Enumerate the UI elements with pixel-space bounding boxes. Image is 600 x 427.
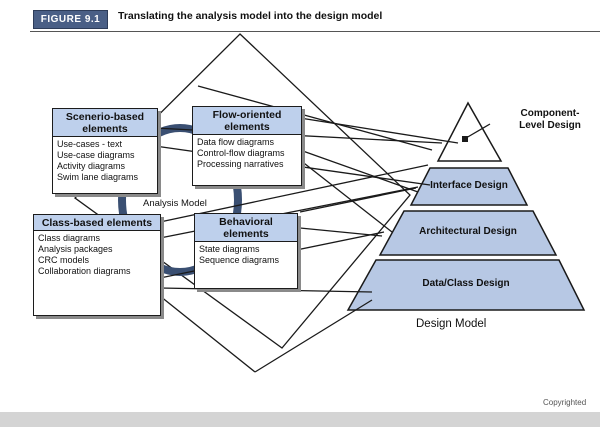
flow-oriented-elements-list: Data flow diagrams Control-flow diagrams… (193, 135, 301, 172)
figure-header: FIGURE 9.1 Translating the analysis mode… (0, 0, 600, 30)
scenario-elements-box: Scenerio-based elements Use-cases - text… (52, 108, 158, 194)
figure-badge: FIGURE 9.1 (33, 10, 108, 29)
connector-line (197, 85, 433, 151)
list-item: Control-flow diagrams (197, 148, 285, 158)
pyramid-architectural-level (378, 210, 558, 256)
connector-line (254, 299, 373, 373)
pyramid-data-level (346, 259, 586, 311)
connector-line (299, 187, 417, 213)
pyramid-component-level (436, 101, 503, 162)
scenario-elements-list: Use-cases - text Use-case diagrams Activ… (53, 137, 157, 185)
list-item: Processing narratives (197, 159, 284, 169)
list-item: Data flow diagrams (197, 137, 275, 147)
behavioral-elements-box: Behavioral elements State diagrams Seque… (194, 213, 298, 289)
flow-oriented-elements-title: Flow-oriented elements (193, 107, 301, 135)
list-item: CRC models (38, 255, 90, 265)
header-divider (30, 31, 600, 32)
analysis-model-label: Analysis Model (142, 198, 208, 209)
list-item: State diagrams (199, 244, 260, 254)
copyright-text: Copyrighted (543, 398, 587, 407)
list-item: Use-case diagrams (57, 150, 135, 160)
list-item: Use-cases - text (57, 139, 123, 149)
component-marker (462, 136, 468, 142)
list-item: Sequence diagrams (199, 255, 280, 265)
data-class-design-label: Data/Class Design (422, 278, 510, 289)
component-level-design-label: Component-Level Design (519, 108, 581, 131)
flow-oriented-elements-box: Flow-oriented elements Data flow diagram… (192, 106, 302, 186)
list-item: Class diagrams (38, 233, 101, 243)
class-based-elements-box: Class-based elements Class diagrams Anal… (33, 214, 161, 316)
connector-line (159, 164, 429, 223)
footer-bar (0, 412, 600, 427)
design-model-label: Design Model (416, 318, 487, 330)
list-item: Analysis packages (38, 244, 113, 254)
list-item: Swim lane diagrams (57, 172, 139, 182)
behavioral-elements-list: State diagrams Sequence diagrams (195, 242, 297, 268)
connector-line (299, 159, 393, 233)
architectural-design-label: Architectural Design (419, 226, 517, 237)
behavioral-elements-title: Behavioral elements (195, 214, 297, 242)
connector-line (299, 117, 459, 144)
list-item: Activity diagrams (57, 161, 126, 171)
connector-line (159, 295, 256, 373)
figure-title: Translating the analysis model into the … (118, 10, 383, 22)
analysis-ring (118, 124, 242, 276)
pyramid-interface-level (409, 167, 529, 206)
class-based-elements-list: Class diagrams Analysis packages CRC mod… (34, 231, 160, 279)
connector-line (299, 149, 419, 193)
scenario-elements-title: Scenerio-based elements (53, 109, 157, 137)
list-item: Collaboration diagrams (38, 266, 131, 276)
connector-line (465, 123, 491, 139)
class-based-elements-title: Class-based elements (34, 215, 160, 231)
interface-design-label: Interface Design (430, 180, 508, 191)
